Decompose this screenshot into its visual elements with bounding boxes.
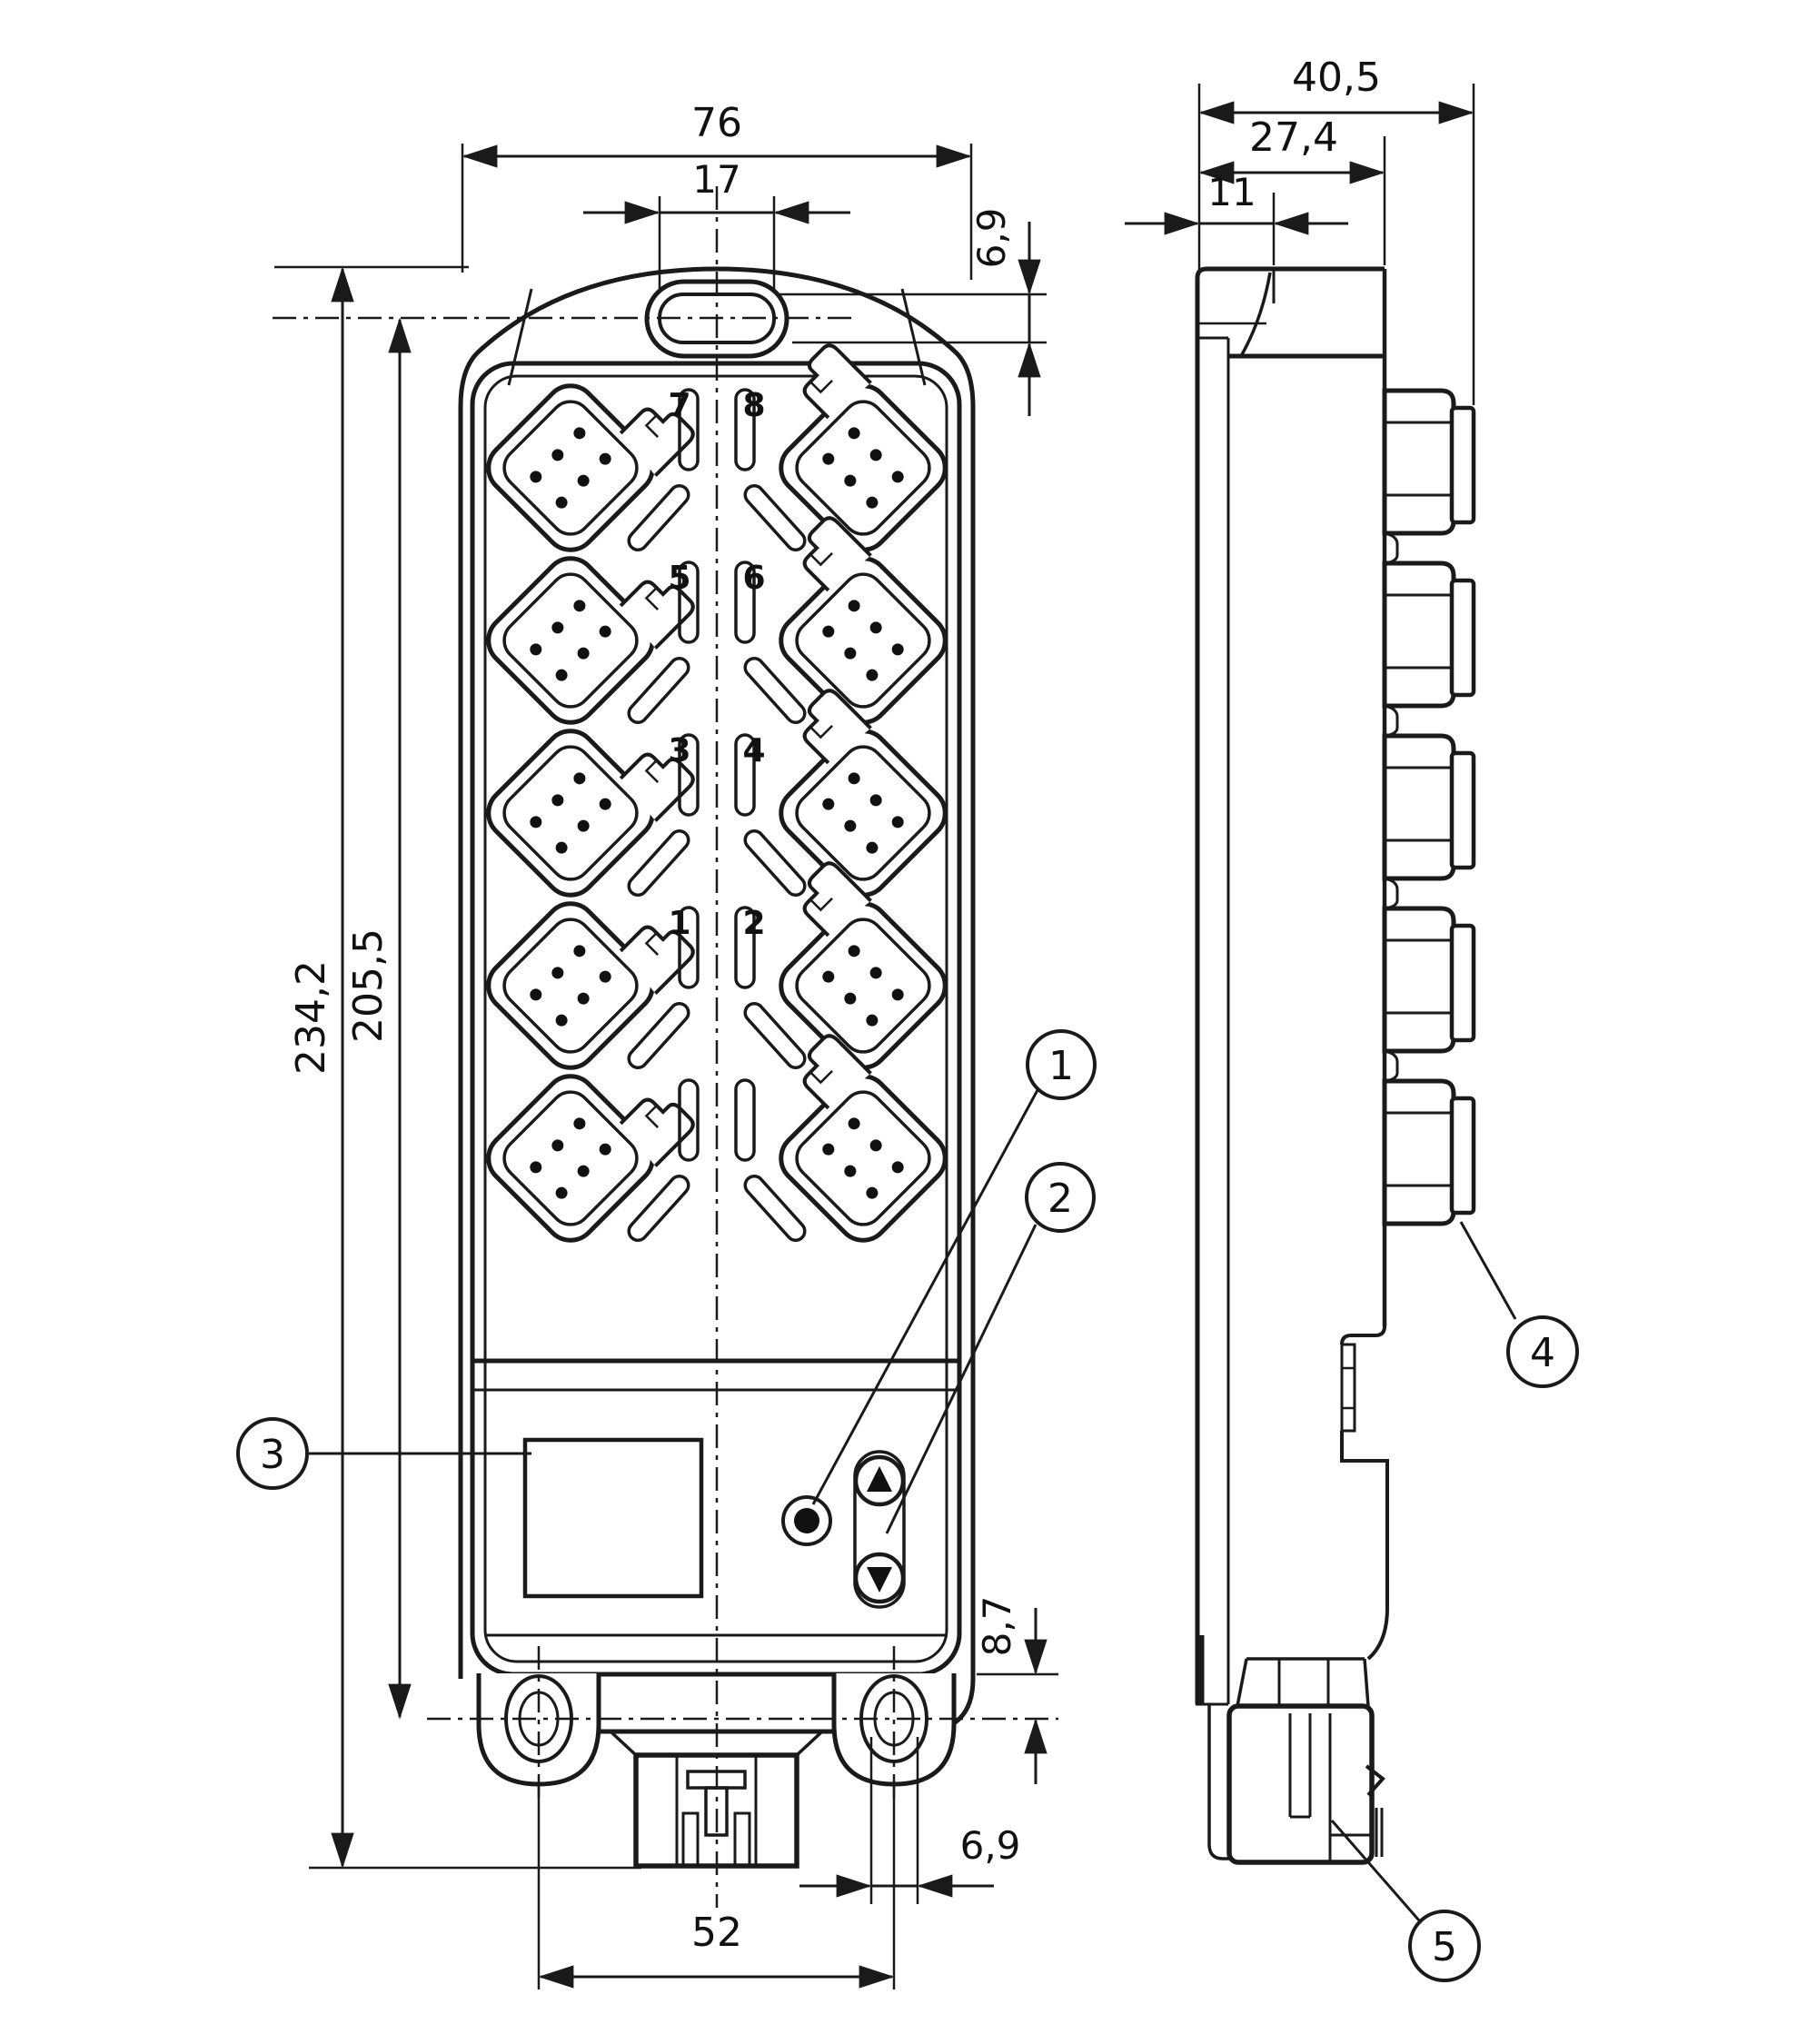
dim-overall-height: 234,2 <box>274 265 641 1870</box>
dim-top-slot-height: 6,9 <box>779 208 1047 416</box>
port-number-labels: 7 8 5 6 3 4 1 2 <box>668 387 765 942</box>
dim-foot-spacing: 52 <box>537 1786 896 1989</box>
dim-overall-depth: 40,5 <box>1197 55 1475 405</box>
dim-label-foot-spacing: 52 <box>691 1910 742 1956</box>
down-arrow-icon <box>867 1567 892 1593</box>
dim-body-depth: 27,4 <box>1198 114 1386 265</box>
callout-2-number: 2 <box>1048 1176 1073 1222</box>
callout-2: 2 <box>885 1162 1096 1534</box>
programming-buttons <box>853 1450 906 1609</box>
dim-label-top-slot-height: 6,9 <box>969 208 1014 269</box>
dim-label-top-slot-width: 17 <box>692 157 740 202</box>
side-connector-blocks <box>1385 391 1474 1224</box>
dim-label-overall-width: 76 <box>691 100 742 146</box>
led-indicator <box>781 1495 832 1546</box>
dim-label-overall-height: 234,2 <box>288 960 334 1075</box>
side-connector-block <box>1385 1081 1474 1224</box>
dim-label-body-depth: 27,4 <box>1249 114 1338 161</box>
callout-4: 4 <box>1459 1221 1579 1388</box>
port-number-label: 5 <box>668 560 690 597</box>
port-number-label: 1 <box>668 905 690 942</box>
dome-facet-lines <box>507 288 927 386</box>
side-connector-block <box>1385 563 1474 706</box>
dim-label-flange-depth: 11 <box>1207 170 1256 214</box>
callout-3: 3 <box>236 1417 531 1490</box>
side-connector-block <box>1385 391 1474 533</box>
front-view: 7 8 5 6 3 4 1 2 <box>273 186 1058 1908</box>
side-connector-block <box>1385 736 1474 878</box>
side-view <box>1195 266 1474 1865</box>
dim-label-mounting-height: 205,5 <box>345 928 392 1043</box>
port-number-label: 6 <box>742 560 765 597</box>
port-number-label: 7 <box>668 387 690 424</box>
side-bottom-connector <box>1226 1657 1385 1865</box>
up-arrow-icon <box>867 1466 892 1492</box>
mounting-feet <box>476 1673 957 1787</box>
callout-1: 1 <box>811 1029 1097 1505</box>
callout-5: 5 <box>1330 1820 1481 1982</box>
port-number-label: 4 <box>742 732 765 769</box>
dim-foot-offset: 8,7 <box>975 1596 1058 1784</box>
callout-3-number: 3 <box>260 1432 285 1478</box>
callout-5-number: 5 <box>1432 1924 1457 1970</box>
dim-top-slot-width: 17 <box>583 157 850 289</box>
port-number-label: 2 <box>742 905 765 942</box>
side-flange <box>1195 266 1274 1860</box>
dim-mounting-height: 205,5 <box>345 317 412 1720</box>
center-lines <box>273 186 1058 1908</box>
callout-4-number: 4 <box>1530 1330 1555 1376</box>
side-body <box>1228 266 1387 1326</box>
dim-label-foot-slot-width: 6,9 <box>960 1823 1021 1868</box>
port-number-label: 3 <box>668 732 690 769</box>
side-lower-profile <box>1340 1325 1389 1661</box>
display-window <box>522 1437 704 1599</box>
dim-label-overall-depth: 40,5 <box>1292 55 1381 101</box>
dim-label-foot-offset: 8,7 <box>975 1596 1019 1657</box>
dim-overall-width: 76 <box>461 100 973 280</box>
dim-flange-depth: 11 <box>1125 170 1348 265</box>
port-number-label: 8 <box>742 387 765 424</box>
callout-1-number: 1 <box>1048 1043 1074 1089</box>
side-connector-block <box>1385 908 1474 1051</box>
